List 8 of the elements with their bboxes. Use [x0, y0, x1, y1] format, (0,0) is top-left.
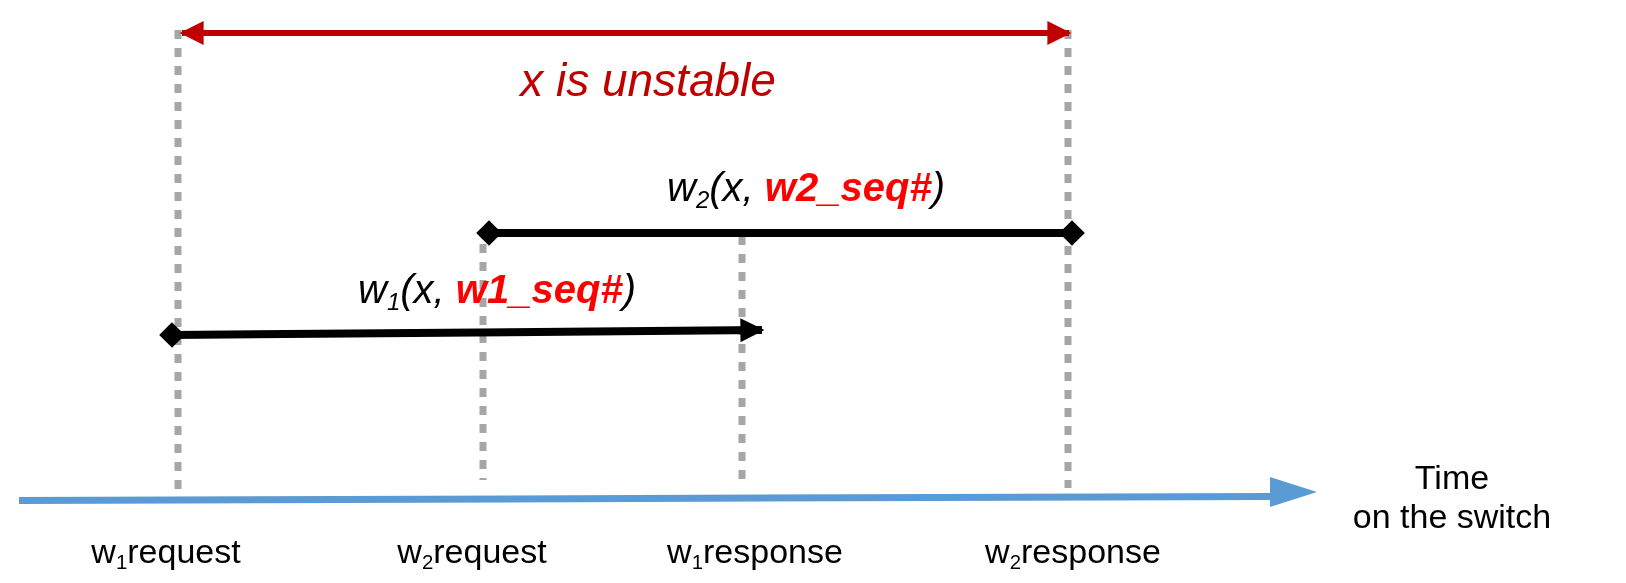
event-label: w$_{2}$response: [985, 532, 1161, 575]
axis-label: Time on the switch: [1351, 458, 1553, 537]
operation-label: w$_{1}$(x, w1_seq#): [358, 266, 636, 316]
operation-label: w$_{2}$(x, w2_seq#): [667, 164, 945, 214]
span-label: x is unstable: [520, 54, 776, 107]
event-label: w$_{1}$request: [91, 532, 241, 575]
event-label: w$_{2}$request: [397, 532, 547, 575]
event-label: w$_{1}$response: [667, 532, 843, 575]
